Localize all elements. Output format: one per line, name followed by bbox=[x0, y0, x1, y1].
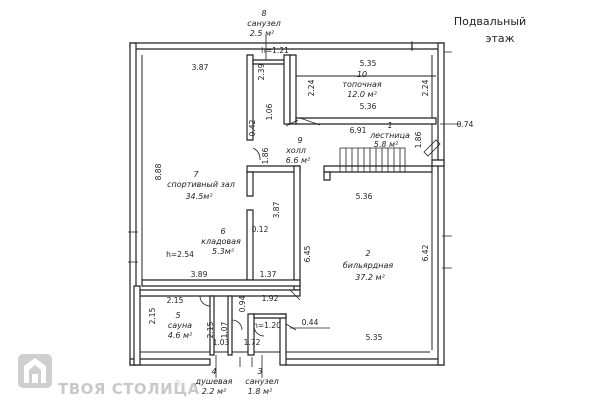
room-area: 37.2 м² bbox=[355, 273, 385, 282]
dim-label: 6.45 bbox=[303, 245, 312, 262]
room-number: 8 bbox=[261, 9, 266, 18]
room-number: 4 bbox=[211, 367, 216, 376]
watermark-mark: ® bbox=[174, 379, 182, 388]
room-number: 3 bbox=[257, 367, 262, 376]
room-area: 6.6 м² bbox=[286, 156, 311, 165]
room-name: санузел bbox=[247, 19, 281, 28]
doors bbox=[199, 119, 301, 337]
room-sauna: 5 сауна 4.6 м² bbox=[168, 311, 193, 340]
dim-label: 3.89 bbox=[191, 270, 208, 279]
dim-label: 6.42 bbox=[421, 244, 430, 261]
room-area: 1.8 м² bbox=[248, 387, 273, 396]
dim-label: 8.88 bbox=[154, 163, 163, 180]
room-number: 1 bbox=[387, 121, 392, 130]
dim-label: 0.12 bbox=[252, 225, 269, 234]
dim-label: h=1.21 bbox=[261, 46, 289, 55]
dim-label: 2.24 bbox=[421, 79, 430, 96]
room-name: санузел bbox=[245, 377, 279, 386]
room-lestnica: 1 лестница 5.8 м² bbox=[369, 121, 410, 149]
dim-label: h=1.20 bbox=[253, 321, 281, 330]
dim-label: 1.03 bbox=[213, 338, 230, 347]
leader-lines bbox=[215, 35, 460, 378]
dim-label: 5.35 bbox=[360, 59, 377, 68]
plan-title-line1: Подвальный bbox=[454, 15, 526, 28]
room-name: топочная bbox=[342, 80, 382, 89]
room-number: 6 bbox=[220, 227, 225, 236]
dim-label: 2.24 bbox=[307, 79, 316, 96]
room-name: холл bbox=[285, 146, 306, 155]
room-kladovaya: 6 кладовая 5.3м² bbox=[201, 227, 241, 256]
dim-label: 5.36 bbox=[360, 102, 377, 111]
dim-label: 2.15 bbox=[148, 307, 157, 324]
dim-label: 2.15 bbox=[167, 296, 184, 305]
room-area: 2.5 м² bbox=[250, 29, 275, 38]
room-area: 2.2 м² bbox=[202, 387, 227, 396]
staircase bbox=[299, 117, 441, 172]
room-name: спортивный зал bbox=[167, 180, 235, 189]
room-name: душевая bbox=[195, 377, 233, 386]
room-bilyardnaya: 2 бильярдная 37.2 м² bbox=[343, 249, 394, 282]
watermark-logo-icon bbox=[18, 354, 52, 388]
dim-label: 1.72 bbox=[244, 338, 261, 347]
dim-label: 1.37 bbox=[260, 270, 277, 279]
room-dushevaya: 4 душевая 2.2 м² bbox=[195, 367, 233, 396]
room-name: бильярдная bbox=[343, 261, 394, 270]
room-area: 12.0 м² bbox=[347, 90, 377, 99]
dim-label: 0.74 bbox=[457, 120, 474, 129]
dim-label: 1.92 bbox=[262, 294, 279, 303]
dim-label: 5.35 bbox=[366, 333, 383, 342]
interior-walls bbox=[133, 54, 437, 366]
room-sanuzel-top: 8 санузел 2.5 м² bbox=[247, 9, 281, 38]
dim-label: 0.42 bbox=[248, 119, 257, 136]
room-name: сауна bbox=[168, 321, 192, 330]
room-area: 5.3м² bbox=[212, 247, 235, 256]
dim-label: 1.07 bbox=[220, 321, 229, 338]
room-name: лестница bbox=[369, 131, 410, 140]
dim-label: 2.39 bbox=[257, 63, 266, 80]
room-number: 5 bbox=[175, 311, 180, 320]
room-number: 7 bbox=[193, 170, 199, 179]
dim-label: 3.87 bbox=[192, 63, 209, 72]
room-number: 10 bbox=[357, 70, 367, 79]
dim-label: 1.86 bbox=[261, 147, 270, 164]
dim-label: 0.44 bbox=[302, 318, 319, 327]
room-name: кладовая bbox=[201, 237, 241, 246]
dim-label: 5.36 bbox=[356, 192, 373, 201]
watermark: ТВОЯ СТОЛИЦА ® bbox=[18, 354, 200, 398]
dim-label: 1.86 bbox=[414, 131, 423, 148]
room-sanuzel-bottom: 3 санузел 1.8 м² bbox=[245, 367, 279, 396]
dimension-labels: h=1.21 3.87 2.39 1.06 0.42 5.35 2.24 2.2… bbox=[148, 46, 474, 347]
room-area: 4.6 м² bbox=[168, 331, 193, 340]
dim-label: 3.87 bbox=[272, 201, 281, 218]
room-area: 34.5м² bbox=[185, 192, 213, 201]
room-topochnaya: 10 топочная 12.0 м² bbox=[342, 70, 382, 99]
room-sportzal: 7 спортивный зал 34.5м² bbox=[167, 170, 235, 201]
room-number: 2 bbox=[365, 249, 370, 258]
watermark-text: ТВОЯ СТОЛИЦА bbox=[58, 380, 200, 398]
room-holl: 9 холл 6.6 м² bbox=[285, 136, 311, 165]
dim-label: 1.06 bbox=[265, 103, 274, 120]
dim-label: 2.15 bbox=[206, 321, 215, 338]
plan-title-line2: этаж bbox=[485, 32, 514, 45]
outer-walls bbox=[128, 41, 452, 367]
room-area: 5.8 м² bbox=[374, 140, 399, 149]
dim-label: h=2.54 bbox=[166, 250, 194, 259]
room-number: 9 bbox=[297, 136, 302, 145]
dim-label: 6.91 bbox=[350, 126, 367, 135]
dim-label: 0.94 bbox=[238, 295, 247, 312]
